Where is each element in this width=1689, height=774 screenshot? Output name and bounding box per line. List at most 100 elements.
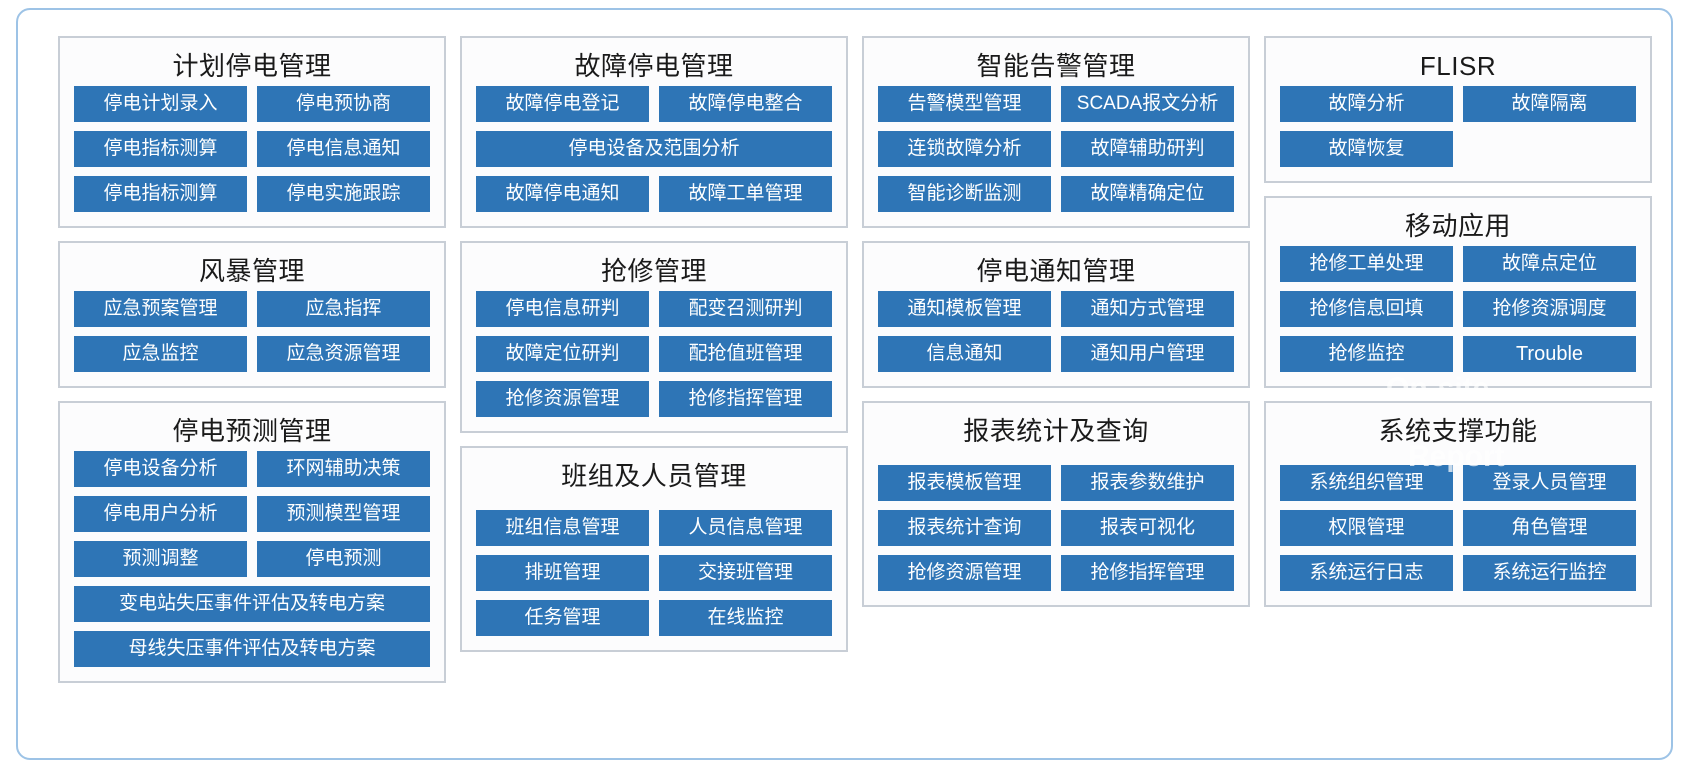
panel-title: 停电通知管理 [976, 256, 1136, 286]
button-row: 班组信息管理 人员信息管理 [476, 510, 832, 546]
module-button[interactable]: 报表参数维护 [1061, 465, 1234, 501]
module-button[interactable]: 班组信息管理 [476, 510, 649, 546]
module-button[interactable]: 报表模板管理 [878, 465, 1051, 501]
module-button[interactable]: 通知方式管理 [1061, 291, 1234, 327]
button-row: 报表统计查询 报表可视化 [878, 510, 1234, 546]
module-button[interactable]: 环网辅助决策 [257, 451, 430, 487]
module-button[interactable]: 停电信息研判 [476, 291, 649, 327]
panel-buttons: 故障分析 故障隔离 故障恢复 [1280, 86, 1636, 167]
module-button[interactable]: 故障定位研判 [476, 336, 649, 372]
module-button[interactable]: 排班管理 [476, 555, 649, 591]
module-button[interactable]: 抢修指挥管理 [659, 381, 832, 417]
button-row: 抢修资源管理 抢修指挥管理 [878, 555, 1234, 591]
module-button[interactable]: 抢修资源调度 [1463, 291, 1636, 327]
module-button[interactable]: 系统组织管理 [1280, 465, 1453, 501]
module-button[interactable]: 人员信息管理 [659, 510, 832, 546]
module-button[interactable]: 应急指挥 [257, 291, 430, 327]
module-grid: 计划停电管理 停电计划录入 停电预协商 停电指标测算 停电信息通知 停电指标测算… [58, 36, 1652, 736]
module-button[interactable]: 角色管理 [1463, 510, 1636, 546]
module-button[interactable]: 故障精确定位 [1061, 176, 1234, 212]
panel-title: 班组及人员管理 [561, 461, 747, 491]
module-button[interactable]: 抢修资源管理 [878, 555, 1051, 591]
module-button[interactable]: 在线监控 [659, 600, 832, 636]
module-button[interactable]: 应急预案管理 [74, 291, 247, 327]
button-row: 抢修工单处理 故障点定位 [1280, 246, 1636, 282]
panel-buttons: 班组信息管理 人员信息管理 排班管理 交接班管理 任务管理 在线监控 [476, 510, 832, 636]
button-row: 停电设备分析 环网辅助决策 [74, 451, 430, 487]
module-button[interactable]: 预测模型管理 [257, 496, 430, 532]
module-button[interactable]: 抢修资源管理 [476, 381, 649, 417]
button-row: 通知模板管理 通知方式管理 [878, 291, 1234, 327]
module-button[interactable]: Trouble [1463, 336, 1636, 372]
panel-buttons: 系统组织管理 登录人员管理 权限管理 角色管理 系统运行日志 系统运行监控 [1280, 465, 1636, 591]
module-button[interactable]: 故障辅助研判 [1061, 131, 1234, 167]
module-button[interactable]: 停电指标测算 [74, 176, 247, 212]
module-button[interactable]: 故障恢复 [1280, 131, 1453, 167]
module-button[interactable]: 抢修指挥管理 [1061, 555, 1234, 591]
module-button[interactable]: 母线失压事件评估及转电方案 [74, 631, 430, 667]
empty-slot [1463, 131, 1636, 167]
button-row: 抢修资源管理 抢修指挥管理 [476, 381, 832, 417]
module-button[interactable]: 停电计划录入 [74, 86, 247, 122]
module-button[interactable]: 停电用户分析 [74, 496, 247, 532]
module-button[interactable]: 故障隔离 [1463, 86, 1636, 122]
module-button[interactable]: 停电设备及范围分析 [476, 131, 832, 167]
module-button[interactable]: 停电指标测算 [74, 131, 247, 167]
module-button[interactable]: 故障停电整合 [659, 86, 832, 122]
panel-fault-outage: 故障停电管理 故障停电登记 故障停电整合 停电设备及范围分析 故障停电通知 故障… [460, 36, 848, 228]
module-button[interactable]: 故障停电通知 [476, 176, 649, 212]
button-row: 智能诊断监测 故障精确定位 [878, 176, 1234, 212]
module-button[interactable]: 交接班管理 [659, 555, 832, 591]
module-button[interactable]: 权限管理 [1280, 510, 1453, 546]
panel-system-support: 系统支撑功能 系统组织管理 登录人员管理 权限管理 角色管理 系统运行日志 系统… [1264, 401, 1652, 607]
button-row: 连锁故障分析 故障辅助研判 [878, 131, 1234, 167]
module-button[interactable]: 停电设备分析 [74, 451, 247, 487]
button-row: 排班管理 交接班管理 [476, 555, 832, 591]
module-button[interactable]: 应急资源管理 [257, 336, 430, 372]
panel-planned-outage: 计划停电管理 停电计划录入 停电预协商 停电指标测算 停电信息通知 停电指标测算… [58, 36, 446, 228]
module-button[interactable]: 配变召测研判 [659, 291, 832, 327]
module-button[interactable]: 信息通知 [878, 336, 1051, 372]
module-button[interactable]: 抢修工单处理 [1280, 246, 1453, 282]
module-button[interactable]: 故障工单管理 [659, 176, 832, 212]
button-row: 权限管理 角色管理 [1280, 510, 1636, 546]
module-button[interactable]: 通知模板管理 [878, 291, 1051, 327]
button-row: 故障停电通知 故障工单管理 [476, 176, 832, 212]
module-button[interactable]: 故障停电登记 [476, 86, 649, 122]
module-button[interactable]: 配抢值班管理 [659, 336, 832, 372]
module-button[interactable]: 停电预测 [257, 541, 430, 577]
module-button[interactable]: 任务管理 [476, 600, 649, 636]
module-button[interactable]: 变电站失压事件评估及转电方案 [74, 586, 430, 622]
module-button[interactable]: 预测调整 [74, 541, 247, 577]
panel-outage-notice: 停电通知管理 通知模板管理 通知方式管理 信息通知 通知用户管理 [862, 241, 1250, 388]
button-row: 停电用户分析 预测模型管理 [74, 496, 430, 532]
module-button[interactable]: 停电信息通知 [257, 131, 430, 167]
module-button[interactable]: 系统运行日志 [1280, 555, 1453, 591]
module-button[interactable]: 连锁故障分析 [878, 131, 1051, 167]
panel-title: 系统支撑功能 [1378, 416, 1538, 446]
module-button[interactable]: 系统运行监控 [1463, 555, 1636, 591]
button-row: 预测调整 停电预测 [74, 541, 430, 577]
panel-title: 报表统计及查询 [963, 416, 1149, 446]
module-button[interactable]: 登录人员管理 [1463, 465, 1636, 501]
module-button[interactable]: 抢修监控 [1280, 336, 1453, 372]
module-button[interactable]: 智能诊断监测 [878, 176, 1051, 212]
module-button[interactable]: 故障点定位 [1463, 246, 1636, 282]
module-button[interactable]: SCADA报文分析 [1061, 86, 1234, 122]
module-button[interactable]: 告警模型管理 [878, 86, 1051, 122]
grid-column-1: 计划停电管理 停电计划录入 停电预协商 停电指标测算 停电信息通知 停电指标测算… [58, 36, 446, 683]
application-frame: 计划停电管理 停电计划录入 停电预协商 停电指标测算 停电信息通知 停电指标测算… [16, 8, 1673, 760]
button-row: 告警模型管理 SCADA报文分析 [878, 86, 1234, 122]
module-button[interactable]: 抢修信息回填 [1280, 291, 1453, 327]
module-button[interactable]: 报表可视化 [1061, 510, 1234, 546]
module-button[interactable]: 报表统计查询 [878, 510, 1051, 546]
panel-title: 风暴管理 [198, 256, 305, 286]
module-button[interactable]: 停电实施跟踪 [257, 176, 430, 212]
button-row: 停电设备及范围分析 [476, 131, 832, 167]
module-button[interactable]: 停电预协商 [257, 86, 430, 122]
module-button[interactable]: 应急监控 [74, 336, 247, 372]
panel-title: FLISR [1419, 51, 1497, 81]
button-row: 母线失压事件评估及转电方案 [74, 631, 430, 667]
module-button[interactable]: 通知用户管理 [1061, 336, 1234, 372]
module-button[interactable]: 故障分析 [1280, 86, 1453, 122]
